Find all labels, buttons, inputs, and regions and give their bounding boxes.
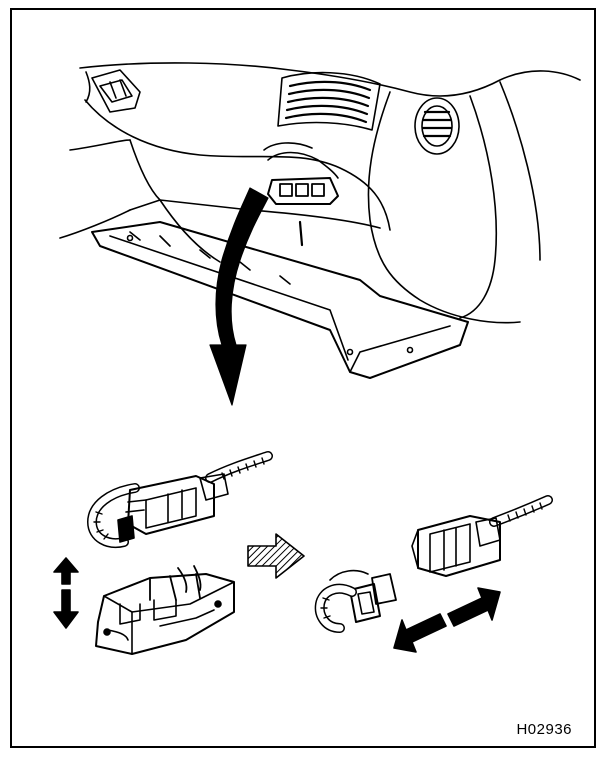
dashboard-scene <box>59 62 581 406</box>
speaker-grille <box>277 71 381 131</box>
removal-arrow <box>209 187 269 406</box>
dash-connector-block <box>263 142 339 205</box>
connector-on-bracket <box>87 451 273 655</box>
figure-code: H02936 <box>516 721 572 738</box>
dash-lower-edge <box>84 99 391 231</box>
figure-border <box>10 8 596 748</box>
glovebox-lid <box>91 220 469 379</box>
disconnect-arrows <box>393 587 501 653</box>
up-down-arrows <box>53 557 79 629</box>
console-side <box>367 91 521 324</box>
round-air-vent <box>414 97 460 155</box>
dash-upper-edge <box>79 62 581 97</box>
left-trim <box>91 69 141 113</box>
disconnected-connector <box>314 495 553 633</box>
mount-bracket <box>95 573 235 655</box>
sequence-arrow <box>247 533 305 579</box>
